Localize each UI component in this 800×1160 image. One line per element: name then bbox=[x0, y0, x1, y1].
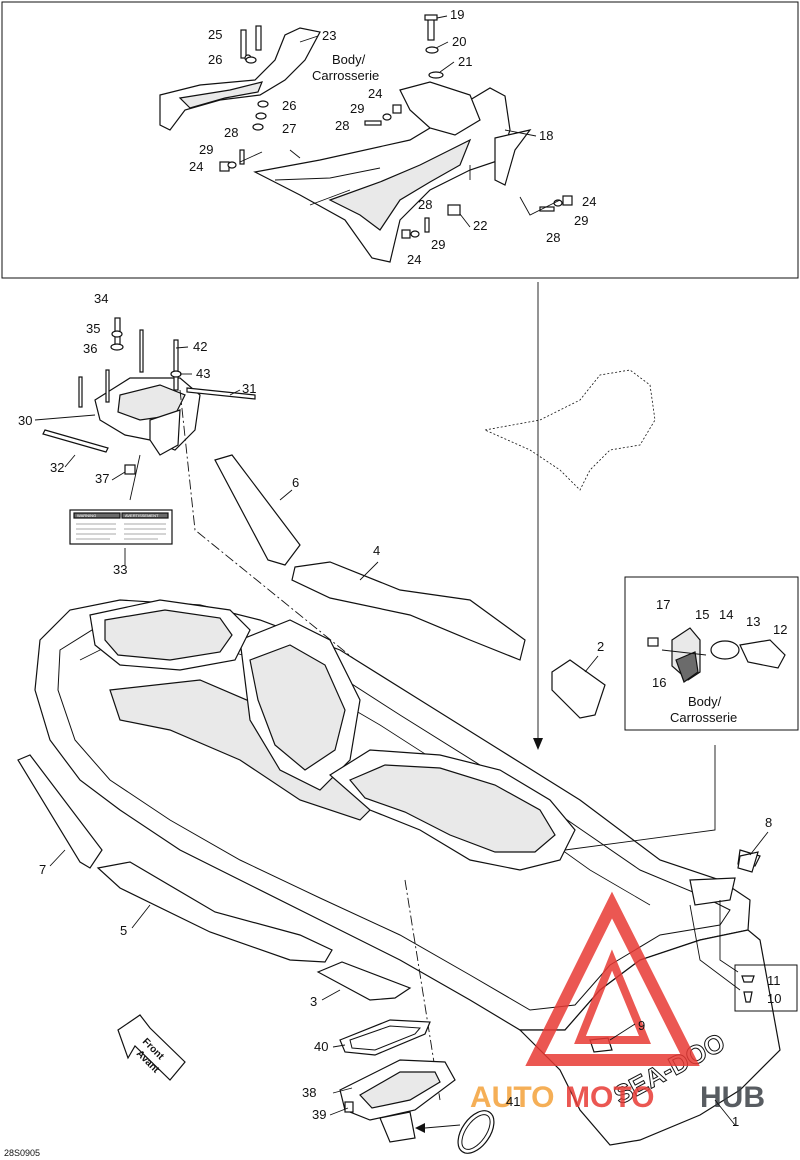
seal-part-40[interactable] bbox=[339, 1019, 431, 1056]
callout-24d: 24 bbox=[407, 252, 421, 267]
callout-14: 14 bbox=[719, 607, 733, 622]
callout-19: 19 bbox=[450, 7, 464, 22]
callout-28d: 28 bbox=[418, 197, 432, 212]
callout-40: 40 bbox=[314, 1039, 328, 1054]
callout-31: 31 bbox=[242, 381, 256, 396]
callout-38: 38 bbox=[302, 1085, 316, 1100]
callout-20: 20 bbox=[452, 34, 466, 49]
callout-3: 3 bbox=[310, 994, 317, 1009]
callout-29c: 29 bbox=[574, 213, 588, 228]
callout-17: 17 bbox=[656, 597, 670, 612]
callout-30: 30 bbox=[18, 413, 32, 428]
mat-part-7[interactable] bbox=[17, 754, 103, 869]
callout-22: 22 bbox=[473, 218, 487, 233]
callout-33: 33 bbox=[113, 562, 127, 577]
callout-1: 1 bbox=[732, 1114, 739, 1129]
callout-12: 12 bbox=[773, 622, 787, 637]
seat-pad-part-23[interactable] bbox=[159, 27, 321, 131]
callout-8: 8 bbox=[765, 815, 772, 830]
diagram-code: 28S0905 bbox=[4, 1148, 40, 1158]
decal-warning-text: WARNING bbox=[77, 513, 96, 518]
top-hardware bbox=[219, 14, 573, 239]
body-label-top: Body/ bbox=[332, 52, 366, 67]
callout-2: 2 bbox=[597, 639, 604, 654]
callout-6: 6 bbox=[292, 475, 299, 490]
bin-hardware bbox=[42, 317, 406, 881]
watermark-moto: MOTO bbox=[565, 1081, 654, 1114]
carrosserie-label-top: Carrosserie bbox=[312, 68, 379, 83]
carrosserie-label-hinge: Carrosserie bbox=[670, 710, 737, 725]
pad-part-2[interactable] bbox=[551, 659, 606, 719]
front-direction-arrow: Front Avant bbox=[117, 1014, 186, 1081]
callout-9: 9 bbox=[638, 1018, 645, 1033]
decal-avertissement-text: AVERTISSEMENT bbox=[125, 513, 159, 518]
callout-21: 21 bbox=[458, 54, 472, 69]
body-label-hinge: Body/ bbox=[688, 694, 722, 709]
watermark-auto: AUTO bbox=[470, 1081, 554, 1114]
drain-plug-parts-10-11[interactable] bbox=[734, 964, 798, 1012]
storage-bin-part-38[interactable] bbox=[339, 1059, 456, 1143]
mat-part-3[interactable] bbox=[316, 961, 412, 1001]
top-inset-frame bbox=[1, 1, 799, 279]
automotohub-watermark: AUTO MOTO HUB bbox=[470, 891, 765, 1114]
callout-numbers: 1 2 3 4 5 6 7 8 9 10 11 12 13 14 15 16 1… bbox=[18, 7, 787, 1129]
hinge-assembly-part-16[interactable] bbox=[647, 627, 786, 683]
callout-15: 15 bbox=[695, 607, 709, 622]
callout-4: 4 bbox=[373, 543, 380, 558]
callout-24a: 24 bbox=[368, 86, 382, 101]
warning-decal-part-33[interactable]: WARNING AVERTISSEMENT bbox=[69, 509, 173, 545]
glove-box-part-30[interactable] bbox=[94, 377, 201, 456]
callout-26b: 26 bbox=[282, 98, 296, 113]
callout-32: 32 bbox=[50, 460, 64, 475]
callout-36: 36 bbox=[83, 341, 97, 356]
callout-25: 25 bbox=[208, 27, 222, 42]
callout-29d: 29 bbox=[431, 237, 445, 252]
callout-28b: 28 bbox=[224, 125, 238, 140]
callout-24b: 24 bbox=[189, 159, 203, 174]
callout-29a: 29 bbox=[350, 101, 364, 116]
callout-28c: 28 bbox=[546, 230, 560, 245]
body-shell-part-18[interactable] bbox=[253, 81, 532, 263]
callout-41: 41 bbox=[506, 1094, 520, 1109]
callout-10: 10 bbox=[767, 991, 781, 1006]
hinge-inset-frame bbox=[624, 576, 799, 731]
clamp-part-41[interactable] bbox=[415, 1104, 501, 1159]
callout-18: 18 bbox=[539, 128, 553, 143]
callout-28a: 28 bbox=[335, 118, 349, 133]
callout-29b: 29 bbox=[199, 142, 213, 157]
callout-27: 27 bbox=[282, 121, 296, 136]
lid-part-8[interactable] bbox=[737, 851, 759, 873]
hull-part-1[interactable] bbox=[34, 599, 781, 1146]
callout-leaders bbox=[34, 15, 769, 1126]
callout-26a: 26 bbox=[208, 52, 222, 67]
callout-7: 7 bbox=[39, 862, 46, 877]
callout-42: 42 bbox=[193, 339, 207, 354]
callout-43: 43 bbox=[196, 366, 210, 381]
body-ghost-outline bbox=[483, 282, 656, 750]
callout-23: 23 bbox=[322, 28, 336, 43]
callout-39: 39 bbox=[312, 1107, 326, 1122]
callout-34: 34 bbox=[94, 291, 108, 306]
mat-part-6[interactable] bbox=[214, 454, 301, 566]
callout-16: 16 bbox=[652, 675, 666, 690]
callout-35: 35 bbox=[86, 321, 100, 336]
callout-37: 37 bbox=[95, 471, 109, 486]
callout-24c: 24 bbox=[582, 194, 596, 209]
mat-part-4[interactable] bbox=[291, 561, 526, 661]
watermark-hub: HUB bbox=[700, 1081, 765, 1114]
callout-5: 5 bbox=[120, 923, 127, 938]
callout-11: 11 bbox=[767, 973, 781, 988]
callout-13: 13 bbox=[746, 614, 760, 629]
mat-part-5[interactable] bbox=[96, 861, 333, 963]
